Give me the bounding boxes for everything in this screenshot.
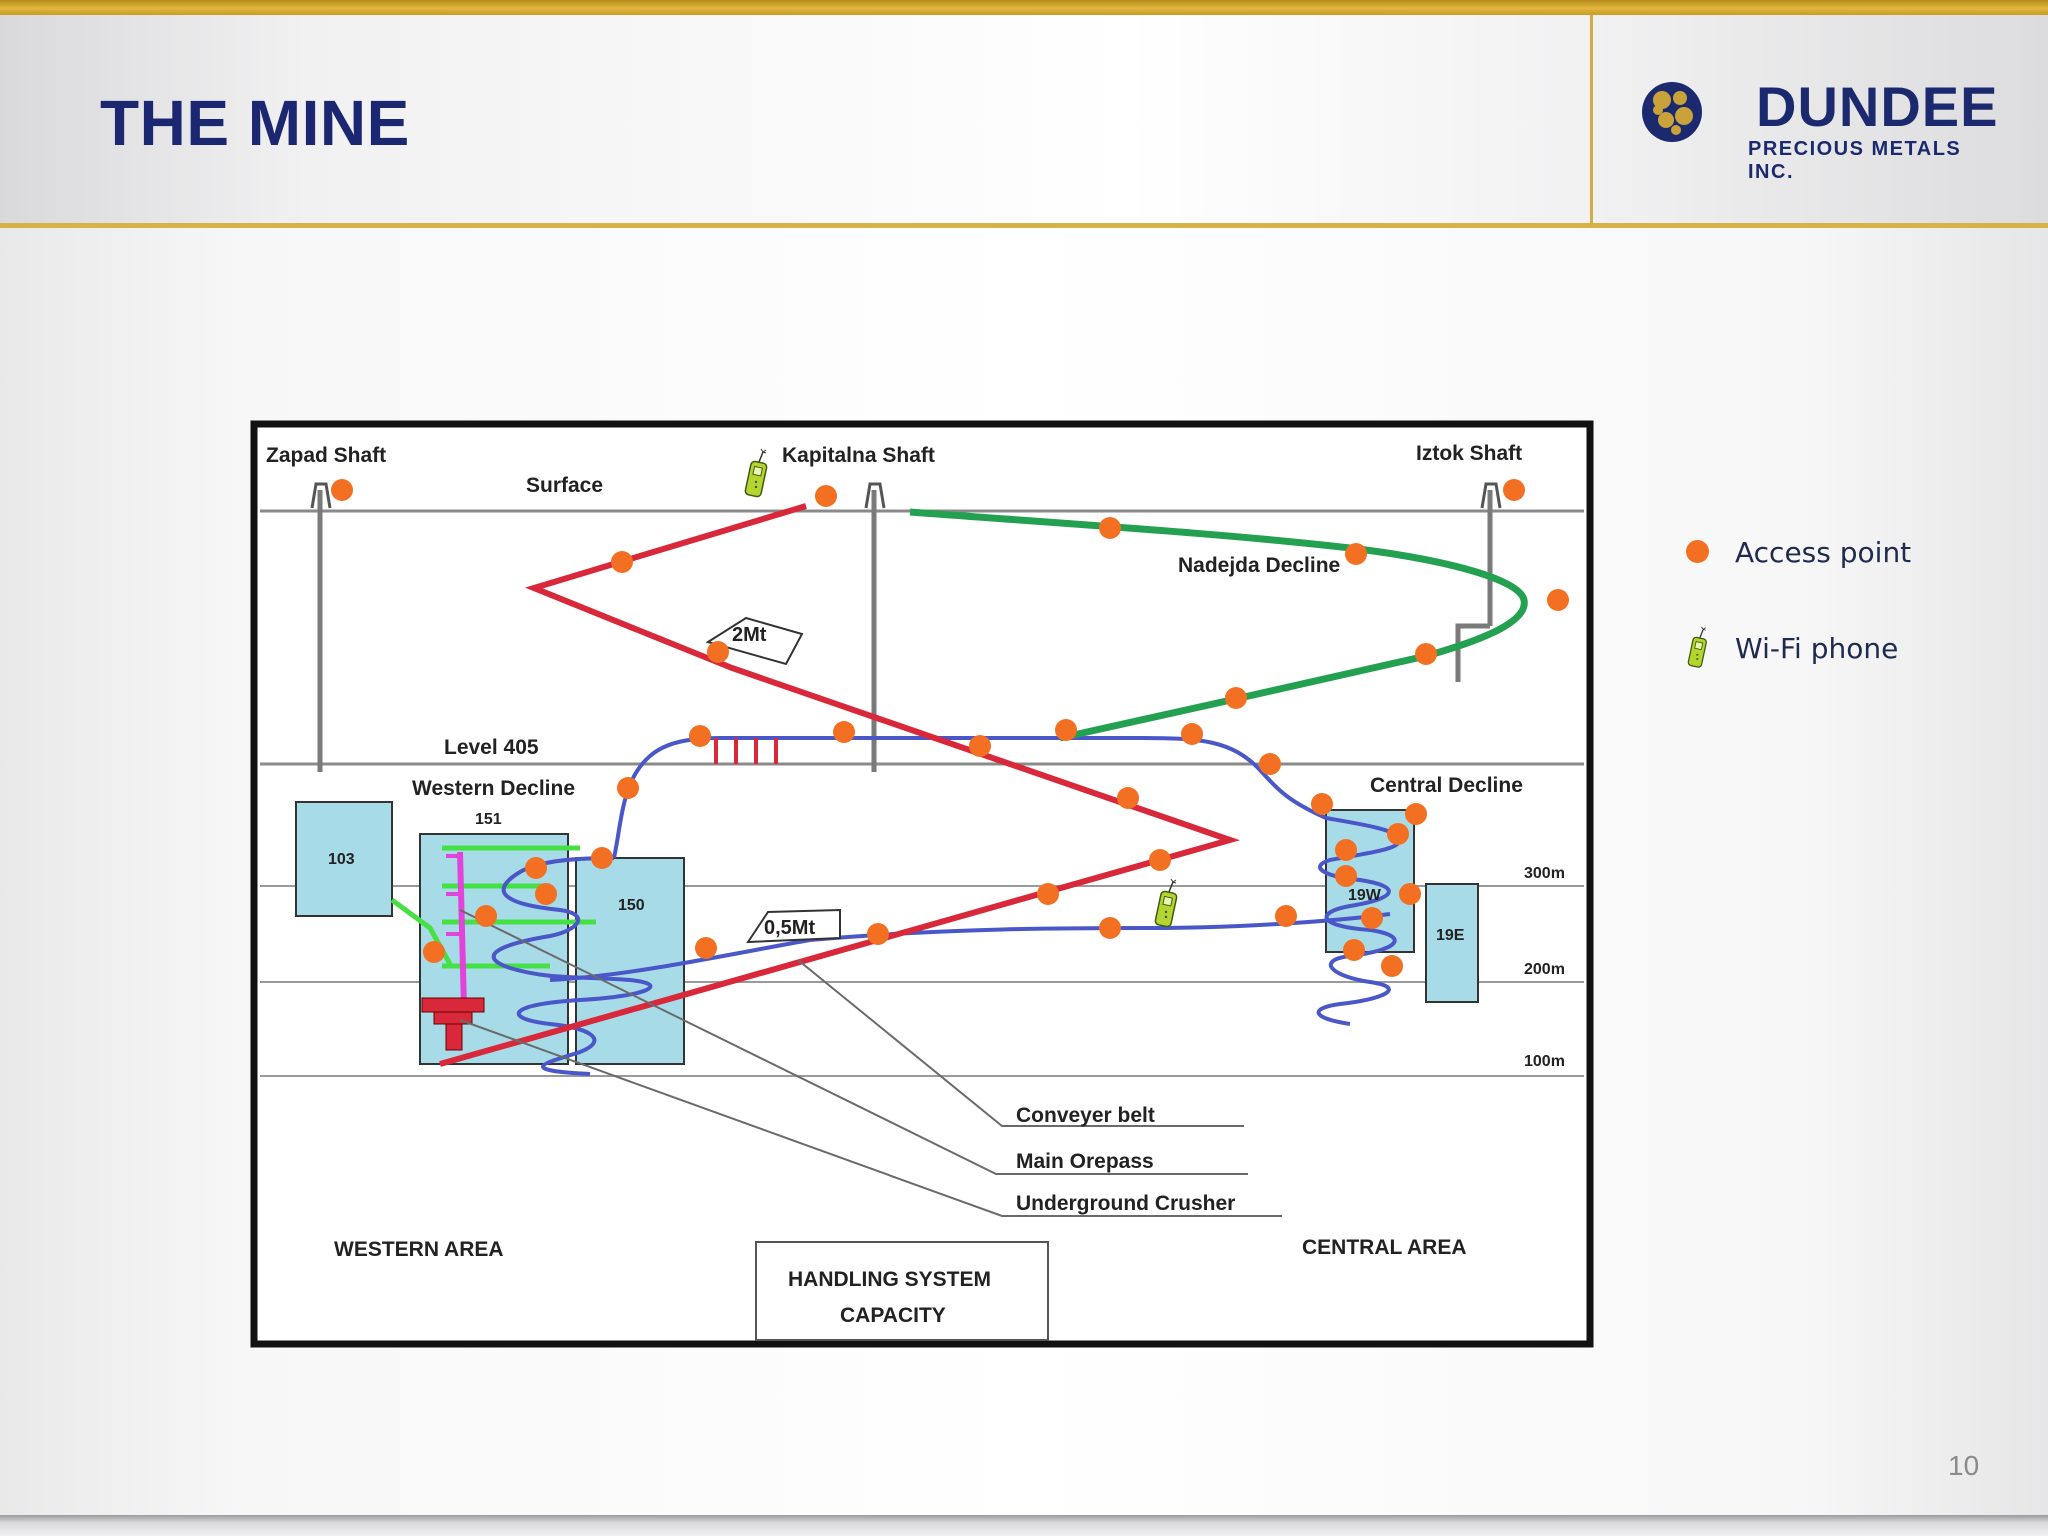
access-point — [1225, 687, 1247, 709]
label-block-150: 150 — [618, 897, 645, 914]
legend-label-access-point: Access point — [1735, 536, 1912, 569]
label-underground-crusher: Underground Crusher — [1016, 1192, 1235, 1215]
handling-system-box — [755, 1241, 1049, 1341]
zapad-headframe — [310, 482, 332, 509]
tag-05mt — [746, 908, 841, 944]
access-point — [689, 725, 711, 747]
header-band — [0, 15, 2048, 225]
label-western-decline: Western Decline — [412, 777, 575, 800]
label-block-19w: 19W — [1348, 887, 1382, 904]
access-point — [815, 485, 837, 507]
label-200m: 200m — [1524, 961, 1565, 978]
legend-item-access-point: Access point — [1680, 530, 2000, 570]
orange-dot-icon — [1686, 540, 1709, 563]
access-point — [1037, 883, 1059, 905]
globe-logo-icon — [1642, 82, 1702, 142]
top-gold-bar — [0, 0, 2048, 15]
underground-crusher — [421, 997, 485, 1051]
iztok-headframe — [1480, 482, 1502, 509]
access-point — [1335, 839, 1357, 861]
legend-item-wifi-phone: Wi-Fi phone — [1680, 626, 2000, 669]
label-handling-system: HANDLING SYSTEM — [788, 1268, 991, 1291]
access-point — [525, 857, 547, 879]
access-point — [1275, 905, 1297, 927]
access-point — [1259, 753, 1281, 775]
page-number: 10 — [1948, 1450, 1980, 1481]
label-main-orepass: Main Orepass — [1016, 1150, 1154, 1173]
header-divider — [1590, 15, 1593, 225]
access-point — [1343, 939, 1365, 961]
label-western-area: WESTERN AREA — [334, 1238, 504, 1261]
tag-2mt — [705, 616, 804, 666]
label-central-decline: Central Decline — [1370, 774, 1523, 797]
logo-subtitle: PRECIOUS METALS INC. — [1748, 138, 1962, 183]
header-rule — [0, 223, 2048, 228]
label-level-405: Level 405 — [444, 736, 539, 759]
access-point — [1503, 479, 1525, 501]
red-ladder — [714, 738, 778, 764]
label-kapitalna-shaft: Kapitalna Shaft — [782, 444, 935, 467]
access-point — [1099, 917, 1121, 939]
label-block-19e: 19E — [1436, 927, 1465, 944]
access-point — [1415, 643, 1437, 665]
access-point — [1345, 543, 1367, 565]
access-point — [423, 941, 445, 963]
access-point — [1405, 803, 1427, 825]
block-150 — [575, 857, 685, 1065]
label-surface: Surface — [526, 474, 603, 497]
label-block-151: 151 — [475, 811, 502, 828]
company-logo: DUNDEE PRECIOUS METALS INC. — [1640, 75, 2000, 183]
iztok-shaft-offset — [1455, 623, 1490, 682]
access-point — [695, 937, 717, 959]
access-point — [611, 551, 633, 573]
access-point — [969, 735, 991, 757]
main-orepass — [457, 851, 467, 1009]
access-point — [1055, 719, 1077, 741]
access-point — [475, 905, 497, 927]
mine-diagram: Zapad Shaft Kapitalna Shaft Iztok Shaft … — [250, 420, 1594, 1348]
access-point — [617, 777, 639, 799]
wifi-phone-icon — [1687, 626, 1708, 669]
bottom-bar — [0, 1515, 2048, 1536]
label-central-area: CENTRAL AREA — [1302, 1236, 1467, 1259]
label-conveyer-belt: Conveyer belt — [1016, 1104, 1155, 1127]
logo-brand: DUNDEE — [1756, 75, 1999, 138]
access-point — [1381, 955, 1403, 977]
leader-lines — [459, 909, 1282, 1217]
block-19e — [1425, 883, 1479, 1003]
access-point — [591, 847, 613, 869]
label-nadejda-decline: Nadejda Decline — [1178, 554, 1340, 577]
access-point — [1387, 823, 1409, 845]
access-point — [1099, 517, 1121, 539]
access-point — [1149, 849, 1171, 871]
access-point — [1181, 723, 1203, 745]
legend-label-wifi-phone: Wi-Fi phone — [1735, 632, 1899, 665]
access-point — [1117, 787, 1139, 809]
access-point — [867, 923, 889, 945]
access-point — [1399, 883, 1421, 905]
access-point — [535, 883, 557, 905]
legend: Access point Wi-Fi phone — [1680, 530, 2000, 690]
label-handling-capacity: CAPACITY — [840, 1304, 946, 1327]
label-100m: 100m — [1524, 1053, 1565, 1070]
access-point — [1335, 865, 1357, 887]
nadejda-decline — [909, 508, 1528, 742]
access-point — [1311, 793, 1333, 815]
label-zapad-shaft: Zapad Shaft — [266, 444, 386, 467]
block-103 — [295, 801, 393, 917]
slide-title: THE MINE — [100, 87, 410, 159]
access-point — [331, 479, 353, 501]
access-point — [833, 721, 855, 743]
label-2mt: 2Mt — [732, 624, 767, 646]
access-point — [707, 641, 729, 663]
access-point — [1361, 907, 1383, 929]
label-300m: 300m — [1524, 865, 1565, 882]
access-points — [331, 479, 1569, 977]
access-point — [1547, 589, 1569, 611]
label-block-103: 103 — [328, 851, 355, 868]
kapitalna-headframe — [864, 482, 886, 509]
label-05mt: 0,5Mt — [764, 917, 815, 939]
label-iztok-shaft: Iztok Shaft — [1416, 442, 1522, 465]
